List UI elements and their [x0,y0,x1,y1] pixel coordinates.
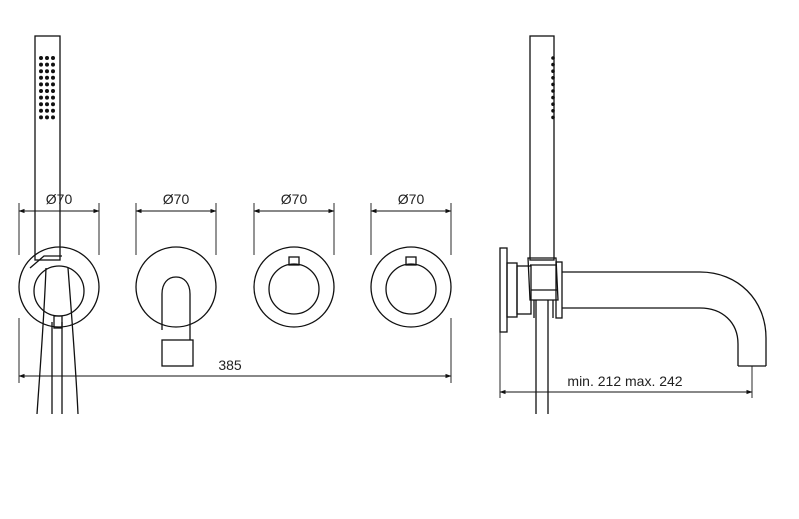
diameter-dimension-1: Ø70 [18,191,100,255]
nozzle-dot [551,82,555,87]
shower-nozzle-grid [39,56,55,120]
nozzle-dot [551,56,555,60]
diameter-dimension-2: Ø70 [135,191,217,255]
wall-holder-outlet [18,246,100,329]
nozzle-dot [51,56,55,60]
nozzle-dot [45,62,49,67]
nozzle-dot [39,89,43,93]
nozzle-dot [551,69,555,73]
wall-plate-side [499,247,532,333]
nozzle-dot [51,69,55,74]
nozzle-dot [45,108,49,113]
hand-shower-side [529,35,555,414]
spout-rosette [135,246,217,367]
diameter-dimension-3: Ø70 [253,191,335,255]
nozzle-dot [39,62,43,67]
nozzle-dot [39,115,43,120]
nozzle-dot [51,115,55,120]
nozzle-dot [551,109,555,113]
nozzle-dot [551,102,555,106]
nozzle-dot [551,62,555,67]
nozzle-dot [45,69,49,74]
nozzle-dot [45,102,49,107]
nozzle-dot [39,108,43,113]
mixer-rosette-1 [253,246,335,328]
nozzle-dot [551,89,555,93]
nozzle-dot [39,102,43,107]
nozzle-dot [51,82,55,87]
nozzle-dot [45,56,49,60]
nozzle-dot [51,95,55,100]
nozzle-dot [45,89,49,93]
nozzle-dot [39,69,43,74]
nozzle-dot [551,76,555,80]
front-view: Ø70 Ø70 Ø70 Ø70 385 [18,35,452,415]
diameter-dimension-4: Ø70 [370,191,452,255]
diameter-label-1: Ø70 [46,191,73,207]
nozzle-dot [39,82,43,87]
nozzle-dot [45,115,49,120]
nozzle-dot [39,75,43,80]
projection-label: min. 212 max. 242 [567,373,682,389]
shower-nozzle-column [551,56,555,120]
diameter-label-2: Ø70 [163,191,190,207]
nozzle-dot [45,82,49,87]
nozzle-dot [51,108,55,113]
nozzle-dot [45,75,49,80]
shower-holder-bracket [527,257,563,319]
diameter-label-3: Ø70 [281,191,308,207]
diameter-label-4: Ø70 [398,191,425,207]
hand-shower-front [34,35,79,415]
nozzle-dot [51,89,55,93]
side-view: min. 212 max. 242 [499,35,767,414]
nozzle-dot [51,62,55,67]
mixer-rosette-2 [370,246,452,328]
overall-width-dimension: 385 [18,318,452,383]
nozzle-dot [551,115,555,120]
nozzle-dot [51,75,55,80]
nozzle-dot [551,95,555,100]
projection-dimension: min. 212 max. 242 [499,332,753,398]
overall-width-label: 385 [218,357,242,373]
nozzle-dot [39,56,43,60]
nozzle-dot [51,102,55,107]
nozzle-dot [39,95,43,100]
nozzle-dot [45,95,49,100]
